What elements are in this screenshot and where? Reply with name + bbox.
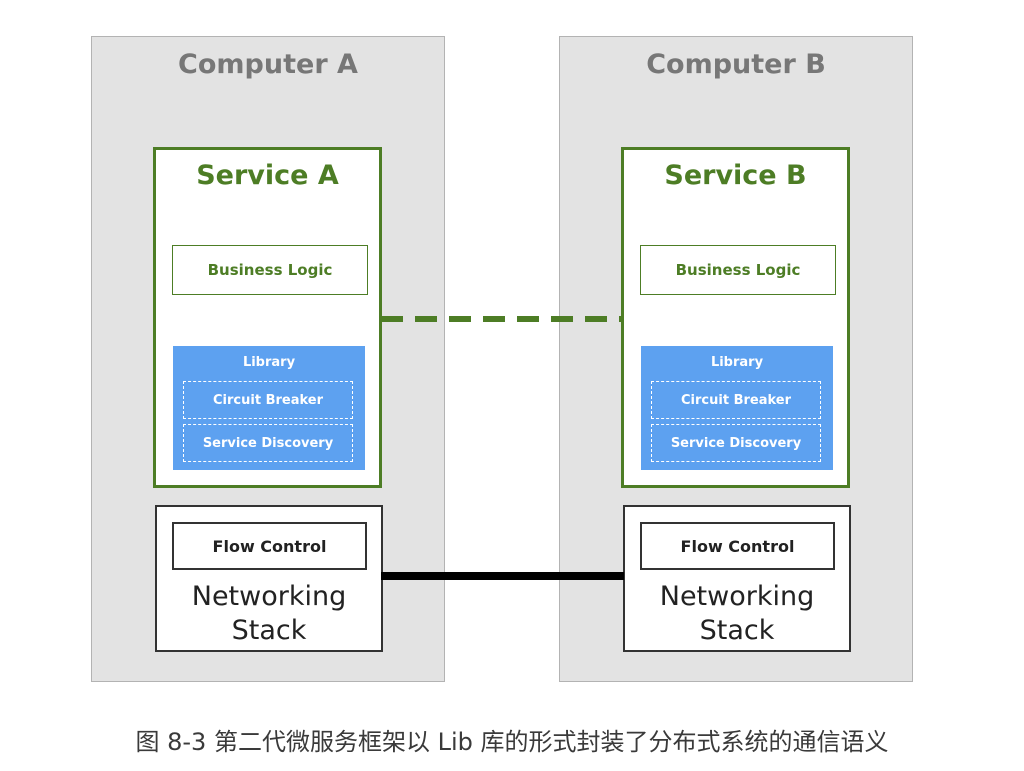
computer-b-title: Computer B [646,49,826,80]
service-b-service-discovery: Service Discovery [651,424,821,462]
flow-control-b: Flow Control [640,522,835,570]
flow-control-a: Flow Control [172,522,367,570]
service-b-title: Service B [664,160,807,191]
service-a-library: Library Circuit Breaker Service Discover… [173,346,365,470]
service-b-library: Library Circuit Breaker Service Discover… [641,346,833,470]
service-a-library-title: Library [242,355,296,370]
service-b-box: Service B Business Logic Library Circuit… [621,147,850,488]
computer-b-box: Computer B Service B Business Logic Libr… [559,36,913,682]
service-b-library-title: Library [710,355,764,370]
service-a-title: Service A [196,160,339,191]
service-a-service-discovery: Service Discovery [183,424,353,462]
networking-stack-a-line1: Networking [191,581,347,612]
computer-a-box: Computer A Service A Business Logic Libr… [91,36,445,682]
networking-stack-a-box: Flow Control Networking Stack [155,505,383,652]
networking-stack-b-label: Networking Stack [625,580,849,648]
networking-stack-a-label: Networking Stack [157,580,381,648]
networking-stack-b-line2: Stack [699,615,775,646]
networking-stack-b-box: Flow Control Networking Stack [623,505,851,652]
networking-stack-a-line2: Stack [231,615,307,646]
networking-stack-b-line1: Networking [659,581,815,612]
computer-a-title: Computer A [178,49,358,80]
service-a-box: Service A Business Logic Library Circuit… [153,147,382,488]
service-b-circuit-breaker: Circuit Breaker [651,381,821,419]
service-a-business-logic: Business Logic [172,245,368,295]
service-b-business-logic: Business Logic [640,245,836,295]
service-a-circuit-breaker: Circuit Breaker [183,381,353,419]
figure-caption: 图 8-3 第二代微服务框架以 Lib 库的形式封装了分布式系统的通信语义 [135,728,889,756]
